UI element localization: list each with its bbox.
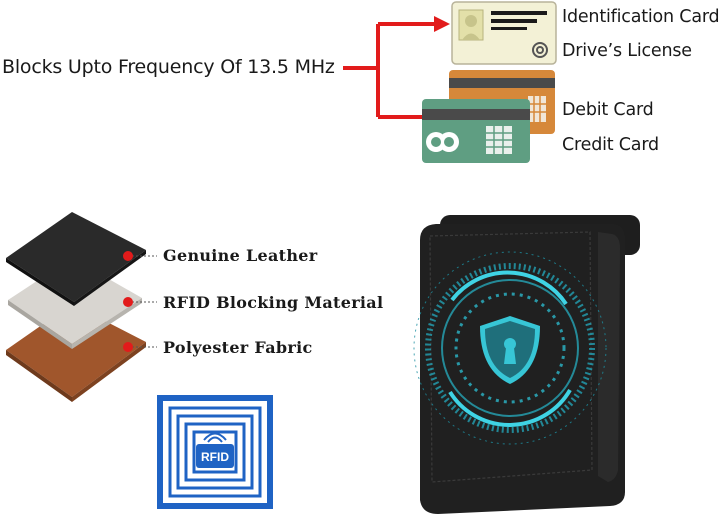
polyester-fabric-label: Polyester Fabric xyxy=(163,338,313,357)
security-emblem xyxy=(413,251,607,445)
rfid-logo: RFID xyxy=(157,395,273,509)
genuine-leather-label: Genuine Leather xyxy=(163,246,318,265)
leather-layer xyxy=(6,212,146,306)
credit-card-label: Credit Card xyxy=(562,135,659,155)
layer-pointers xyxy=(123,251,157,352)
id-card-icon xyxy=(451,1,557,65)
credit-card-icon xyxy=(422,99,530,163)
wallet-image xyxy=(413,215,640,514)
debit-card-label: Debit Card xyxy=(562,100,654,120)
rfid-blocking-material-label: RFID Blocking Material xyxy=(163,293,384,312)
drivers-license-label: Drive’s License xyxy=(562,41,692,61)
arrow-head-top xyxy=(434,16,450,32)
connector-arrows xyxy=(343,22,436,119)
frequency-caption: Blocks Upto Frequency Of 13.5 MHz xyxy=(2,56,335,78)
identification-card-label: Identification Card xyxy=(562,7,720,27)
rfid-logo-text: RFID xyxy=(201,450,229,464)
